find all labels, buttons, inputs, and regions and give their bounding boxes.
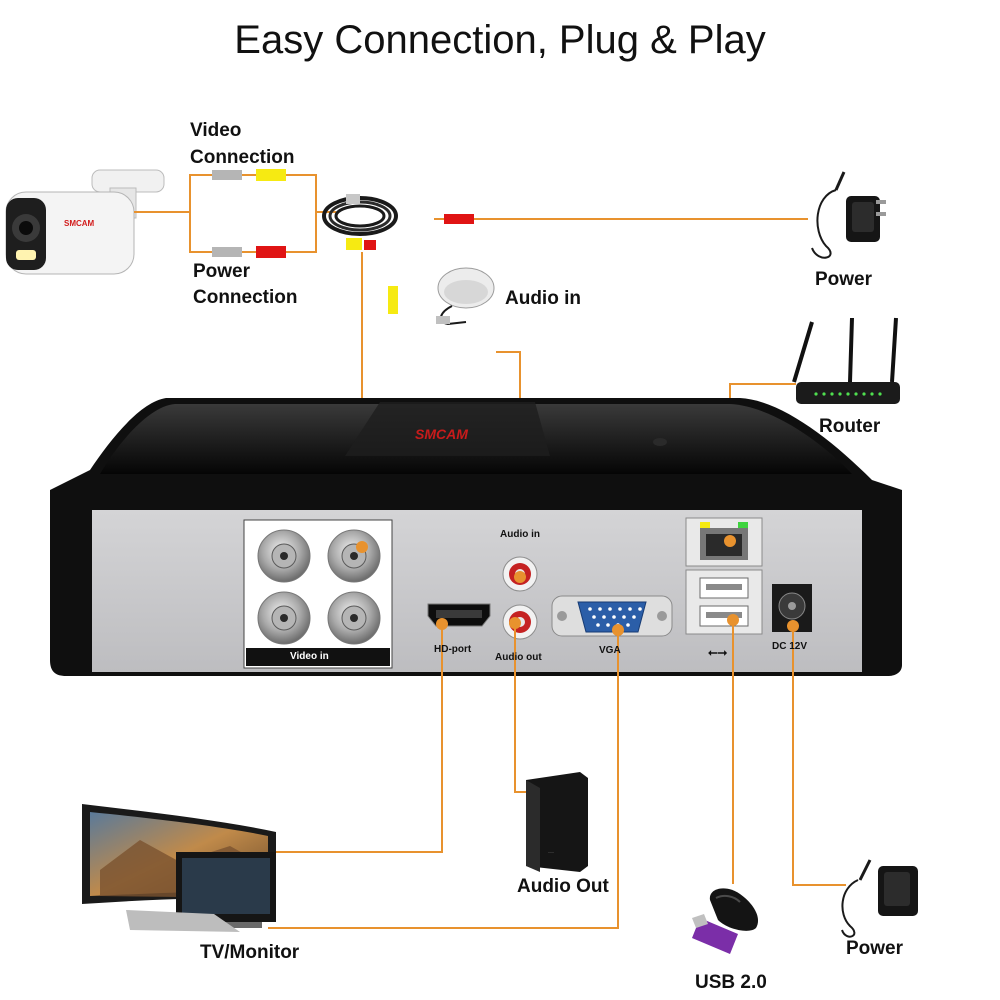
vga-port bbox=[551, 595, 673, 637]
usb-peripherals bbox=[692, 888, 759, 954]
tv-monitor bbox=[82, 804, 276, 932]
panel-label-audio-in: Audio in bbox=[500, 529, 540, 540]
microphone bbox=[436, 267, 495, 326]
label-power-top: Power bbox=[815, 269, 873, 290]
label-usb: USB 2.0 bbox=[695, 972, 767, 993]
svg-text:···: ··· bbox=[548, 850, 554, 856]
panel-label-usb-symbol: ⭠⭢ bbox=[708, 645, 728, 659]
power-adapter-bottom bbox=[841, 859, 918, 938]
label-audio-out-speaker: Audio Out bbox=[517, 876, 609, 897]
power-adapter-top bbox=[811, 171, 886, 259]
page-title: Easy Connection, Plug & Play bbox=[234, 18, 766, 62]
dvr-recorder: SMCAM bbox=[50, 398, 902, 676]
panel-label-vga: VGA bbox=[599, 645, 621, 656]
output-wires bbox=[268, 620, 846, 929]
camera-brand-text: SMCAM bbox=[64, 219, 95, 228]
label-power-connection-2: Connection bbox=[193, 287, 298, 308]
label-audio-in-mic: Audio in bbox=[505, 288, 581, 309]
label-power-bottom: Power bbox=[846, 938, 904, 959]
dvr-brand-logo: SMCAM bbox=[415, 426, 468, 442]
speaker: ··· bbox=[526, 772, 588, 872]
bnc-tip bbox=[388, 286, 398, 314]
bnc-connectors bbox=[257, 529, 381, 645]
panel-label-hd-port: HD-port bbox=[434, 644, 472, 655]
usb-ports bbox=[685, 569, 763, 635]
dc-plug-top bbox=[444, 214, 474, 224]
cable-coil bbox=[322, 194, 398, 250]
router bbox=[792, 317, 900, 404]
label-power-connection-1: Power bbox=[193, 261, 251, 282]
dc-12v-jack bbox=[772, 584, 812, 632]
bullet-camera: SMCAM bbox=[5, 169, 165, 275]
panel-label-audio-out: Audio out bbox=[495, 652, 542, 663]
lan-port bbox=[685, 517, 763, 567]
label-video-connection-2: Connection bbox=[190, 147, 295, 168]
panel-label-video-in: Video in bbox=[290, 651, 329, 662]
label-tv-monitor: TV/Monitor bbox=[200, 942, 300, 963]
panel-label-dc-12v: DC 12V bbox=[772, 641, 808, 652]
camera-cable-bracket bbox=[189, 169, 336, 258]
label-router: Router bbox=[819, 416, 881, 437]
label-video-connection-1: Video bbox=[190, 120, 242, 141]
